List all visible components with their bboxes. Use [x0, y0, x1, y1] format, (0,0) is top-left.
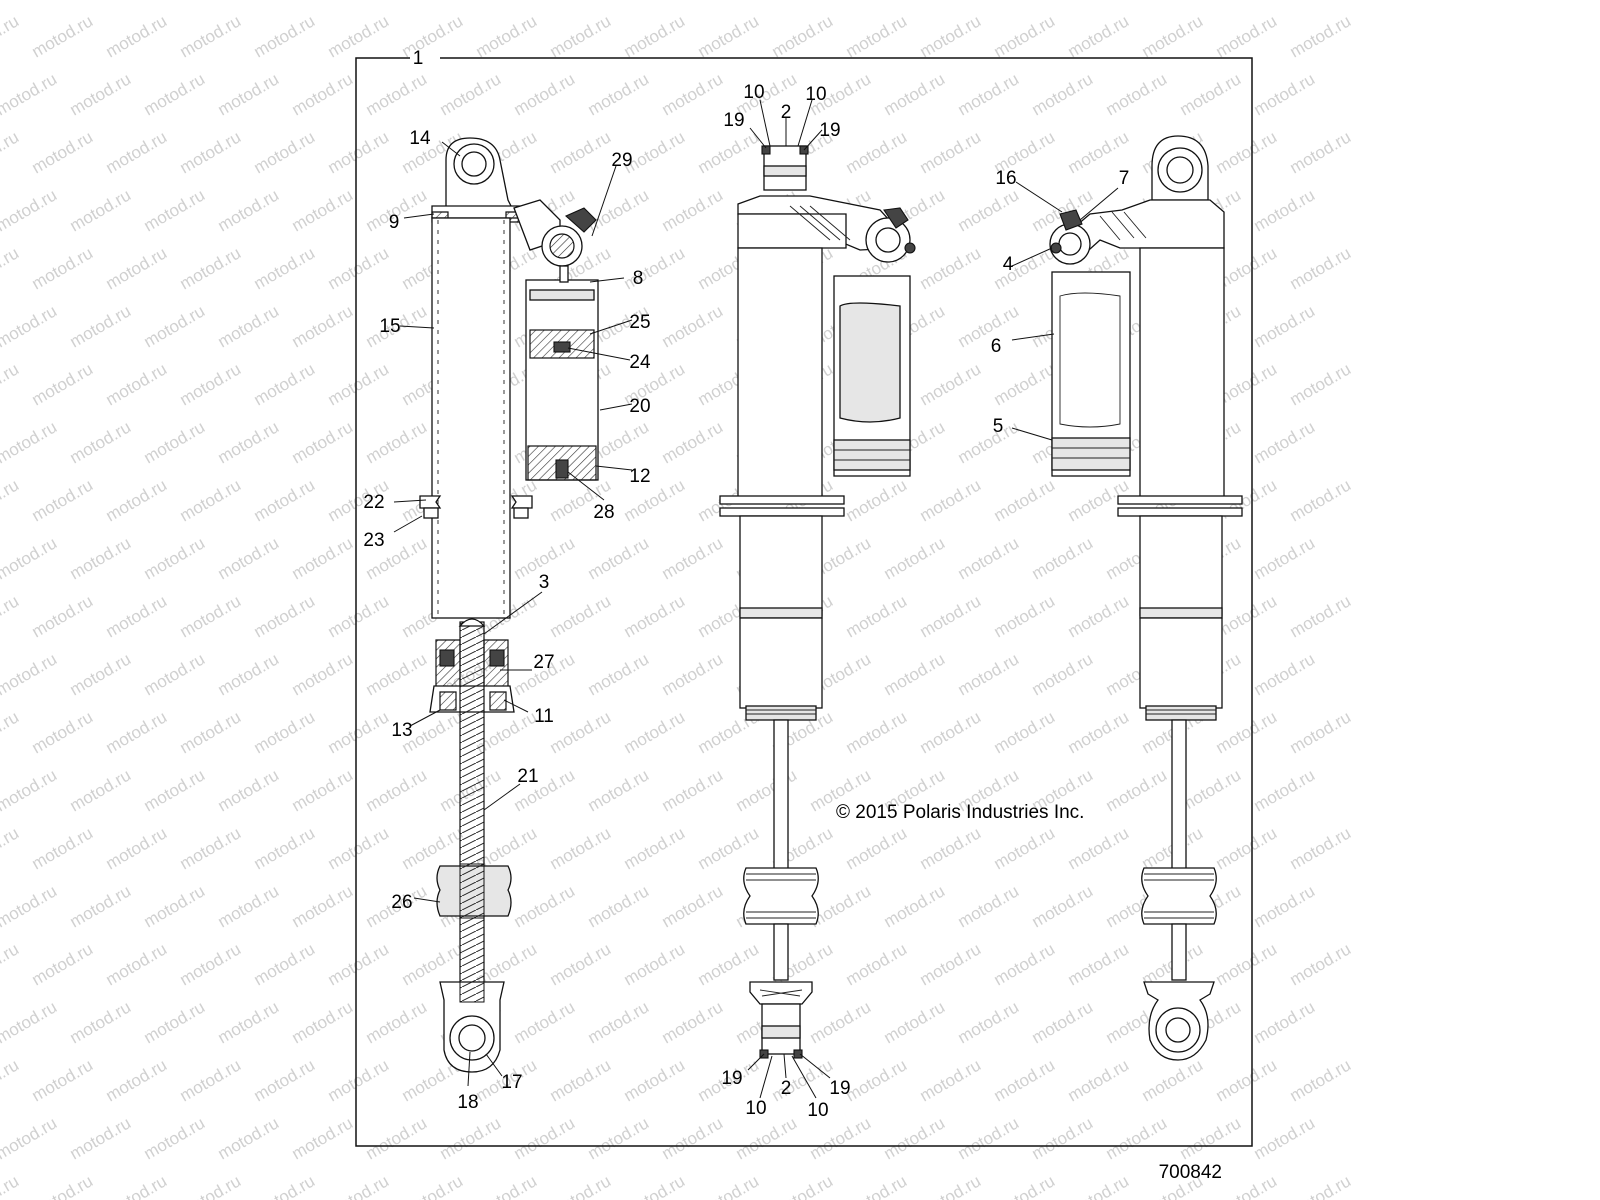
callout-29: 29: [611, 150, 632, 171]
diagram-frame: [355, 57, 1253, 1147]
callout-23: 23: [363, 530, 384, 551]
callout-26: 26: [391, 892, 412, 913]
callout-28: 28: [593, 502, 614, 523]
callout-17: 17: [501, 1072, 522, 1093]
callout-15: 15: [379, 316, 400, 337]
callout-19-bottom-right: 19: [829, 1078, 850, 1099]
callout-2-bottom: 2: [781, 1078, 792, 1099]
callout-3: 3: [539, 572, 550, 593]
callout-25: 25: [629, 312, 650, 333]
shock-exterior-side-view: [1049, 135, 1243, 1061]
callout-10-bottom-left: 10: [745, 1098, 766, 1119]
callout-10-bottom-right: 10: [807, 1100, 828, 1121]
copyright-notice: © 2015 Polaris Industries Inc.: [836, 802, 1084, 823]
callout-13: 13: [391, 720, 412, 741]
callout-19-top-right: 19: [819, 120, 840, 141]
callout-labels: 1 14 9 15 29 8 25 24 20 12 28 22 23 3 27…: [363, 48, 1129, 1121]
callout-1: 1: [413, 48, 424, 69]
document-number: 700842: [1159, 1162, 1222, 1183]
callout-20: 20: [629, 396, 650, 417]
callout-22: 22: [363, 492, 384, 513]
callout-16: 16: [995, 168, 1016, 189]
shock-cutaway-view: [419, 137, 599, 1073]
callout-5: 5: [993, 416, 1004, 437]
callout-11: 11: [534, 706, 554, 727]
shock-exterior-front-view: [719, 145, 916, 1059]
callout-12: 12: [629, 466, 650, 487]
callout-8: 8: [633, 268, 644, 289]
callout-7: 7: [1119, 168, 1130, 189]
callout-19-top-left: 19: [723, 110, 744, 131]
callout-27: 27: [533, 652, 554, 673]
callout-2-top: 2: [781, 102, 792, 123]
callout-9: 9: [389, 212, 400, 233]
callout-24: 24: [629, 352, 651, 373]
callout-10-top-right: 10: [805, 84, 826, 105]
callout-10-top-left: 10: [743, 82, 764, 103]
callout-21: 21: [517, 766, 538, 787]
callout-19-bottom-left: 19: [721, 1068, 742, 1089]
callout-14: 14: [409, 128, 431, 149]
leader-lines: [393, 99, 1119, 1099]
callout-6: 6: [991, 336, 1002, 357]
callout-18: 18: [457, 1092, 478, 1113]
callout-4: 4: [1003, 254, 1014, 275]
